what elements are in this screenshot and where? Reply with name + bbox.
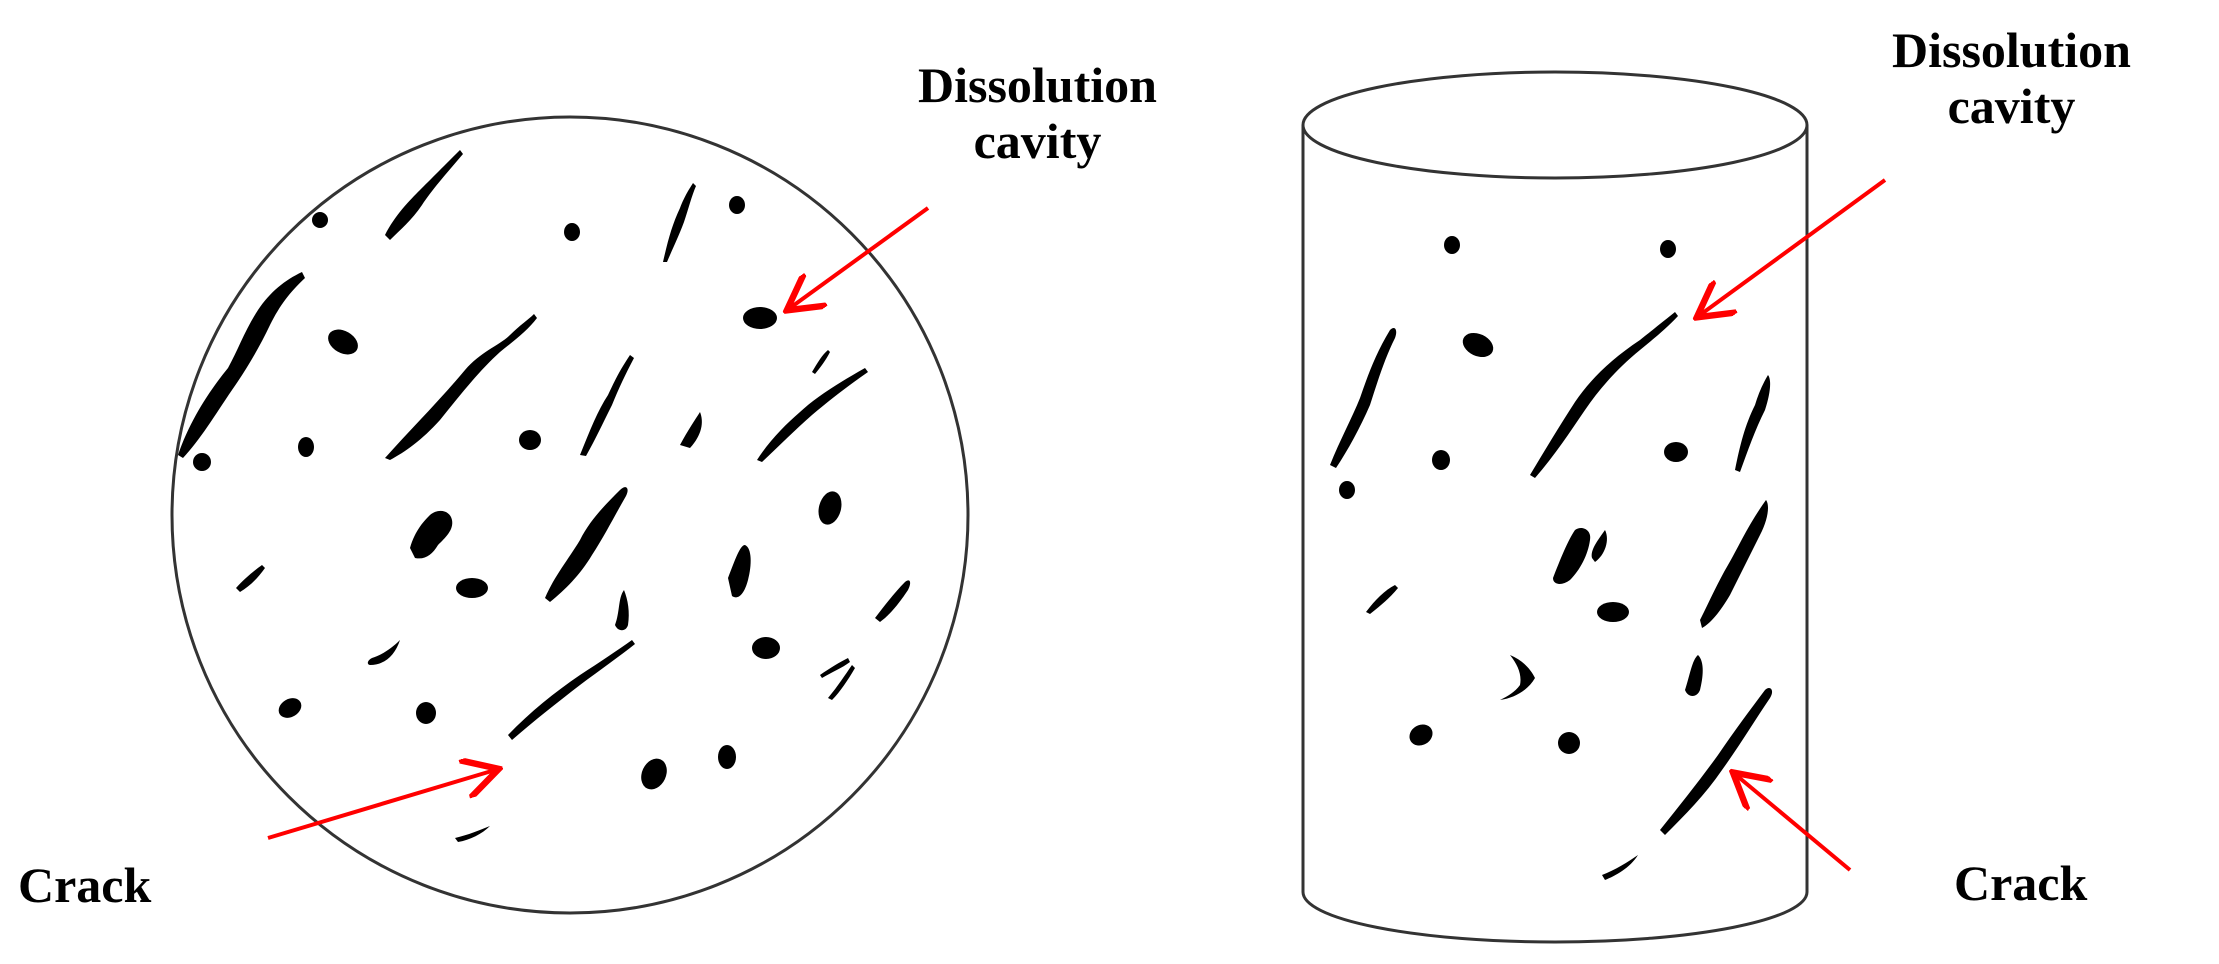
cavity-ellipse (456, 578, 488, 598)
cavity-dot (193, 453, 211, 471)
cavity-dot (1409, 724, 1433, 746)
right-cavity-label-line1: Dissolution (1892, 22, 2131, 78)
left-crack-label: Crack (18, 857, 151, 913)
cavity-blob (1553, 528, 1591, 584)
right-cavity-label-line2: cavity (1947, 78, 2076, 134)
left-features (178, 150, 911, 842)
arrow-cavity-left (790, 206, 930, 308)
crack (663, 183, 696, 262)
arrow-crack-left (267, 770, 495, 840)
crack (1700, 500, 1768, 628)
crack (875, 580, 911, 622)
left-cavity-label: Dissolution cavity (918, 57, 1157, 169)
crack (385, 150, 463, 240)
cavity-blob (615, 590, 629, 631)
cylinder-top-ellipse (1301, 70, 1809, 180)
arrow-crack-right (1736, 775, 1852, 872)
cavity-ellipse (752, 637, 780, 659)
right-features (1330, 236, 1773, 880)
crack (455, 826, 490, 842)
cavity-ellipse (818, 491, 842, 525)
left-crack-label-text: Crack (18, 857, 152, 913)
crack (508, 640, 635, 740)
crack (757, 368, 868, 462)
crack (1330, 327, 1397, 468)
cavity-dot (312, 212, 328, 228)
right-crack-label: Crack (1954, 855, 2087, 911)
cavity-ellipse (641, 758, 667, 790)
cavity-dot (729, 196, 745, 214)
cavity-dot (718, 745, 736, 769)
cavity-dot (1558, 732, 1580, 754)
crack (1660, 687, 1773, 835)
crack (580, 355, 634, 456)
cavity-dot (278, 698, 302, 718)
crack (385, 314, 537, 460)
right-crack-label-text: Crack (1954, 855, 2088, 911)
cavity-dot (416, 702, 436, 724)
cavity-dot (298, 437, 314, 457)
right-cavity-label: Dissolution cavity (1892, 22, 2131, 134)
cavity-ellipse (1462, 332, 1494, 358)
crack (1530, 312, 1678, 478)
crack (820, 658, 850, 678)
crack (545, 487, 628, 602)
cavity-dot (564, 223, 580, 241)
cavity-dot (328, 329, 358, 355)
left-cavity-label-line1: Dissolution (918, 57, 1157, 113)
cavity-ellipse (1597, 602, 1629, 622)
cavity-dot (1432, 450, 1450, 470)
crack (680, 412, 702, 448)
cavity-blob (1685, 655, 1703, 696)
cavity-blob (1591, 530, 1607, 562)
cavity-dot (1660, 240, 1676, 258)
cylinder-body-outline (1301, 125, 1809, 944)
cavity-ellipse (743, 307, 777, 329)
crack (236, 565, 265, 592)
left-cavity-label-line2: cavity (973, 113, 1102, 169)
crack (178, 272, 305, 458)
cylinder-sample (1301, 70, 1887, 944)
cavity-dot (1339, 481, 1355, 499)
crack (812, 350, 830, 374)
circular-cross-section (170, 115, 970, 915)
arrow-cavity-right (1700, 178, 1887, 315)
cavity-dot (1664, 442, 1688, 462)
cavity-blob (728, 545, 751, 598)
sample-circle-outline (170, 115, 970, 915)
crack (1735, 375, 1771, 472)
crack (828, 665, 855, 700)
cavity-dot (1444, 236, 1460, 254)
crack (1366, 585, 1398, 614)
crack (1602, 855, 1638, 880)
cavity-blob (367, 640, 400, 665)
cavity-dot (519, 430, 541, 450)
cavity-blob (410, 510, 453, 559)
crack (1500, 655, 1535, 700)
